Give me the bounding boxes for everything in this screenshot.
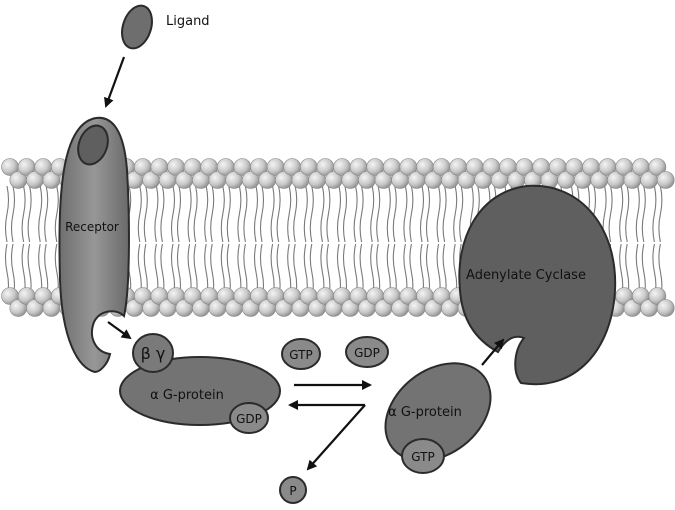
beta-gamma-label: β γ: [141, 344, 166, 363]
gprotein-to-cyclase-arrow: [481, 338, 505, 366]
receptor-to-gprotein-arrow: [107, 321, 132, 340]
lipid-tail: [353, 185, 358, 243]
phosphate-release-arrow: [306, 404, 366, 471]
alpha-gprotein-right-label: α G-protein: [388, 405, 462, 420]
lipid-head: [656, 171, 675, 189]
gdp-free-molecule: [345, 336, 389, 368]
lipid-tail: [635, 185, 640, 243]
lipid-tail: [160, 185, 165, 243]
lipid-tail: [409, 185, 414, 243]
ligand-arrow: [104, 56, 126, 108]
lipid-tail: [170, 185, 176, 243]
lipid-tail: [309, 185, 314, 243]
lipid-tail: [342, 185, 348, 243]
lipid-head: [656, 299, 675, 317]
lipid-tail: [243, 185, 248, 243]
adenylate-cyclase: [458, 184, 617, 386]
lipid-tail: [425, 185, 431, 243]
lipid-tail: [320, 185, 325, 243]
lipid-tail: [658, 185, 663, 243]
gdp-free-label: GDP: [354, 346, 380, 360]
lipid-tail: [187, 185, 192, 243]
lipid-tail: [44, 185, 49, 243]
lipid-tail: [359, 185, 364, 243]
lipid-tail: [143, 185, 148, 243]
lipid-tail: [442, 185, 447, 243]
lipid-tail: [652, 185, 657, 243]
phosphate-molecule: [279, 476, 307, 504]
lipid-tail: [10, 185, 16, 243]
lipid-tail: [392, 185, 397, 243]
lipid-tail: [270, 185, 275, 243]
lipid-tail: [276, 185, 281, 243]
gtp-free-label: GTP: [289, 348, 312, 362]
lipid-tail: [27, 185, 32, 243]
lipid-tail: [293, 185, 298, 243]
receptor: [58, 116, 130, 374]
alpha-gprotein-left-label: α G-protein: [150, 388, 224, 403]
lipid-tail: [608, 185, 613, 243]
lipid-tail: [303, 185, 308, 243]
receptor-binding-pocket: [77, 124, 109, 166]
lipid-tail: [210, 185, 215, 243]
ligand-molecule: [121, 4, 153, 50]
lipid-tail: [336, 185, 342, 243]
lipid-tail: [287, 185, 292, 243]
beta-gamma-subunit: [132, 333, 174, 373]
lipid-tail: [459, 185, 464, 243]
ligand-label: Ligand: [166, 14, 210, 29]
lipid-tail: [403, 185, 408, 243]
lipid-head: [648, 158, 667, 176]
lipid-tail: [619, 185, 624, 243]
lipid-tail: [176, 185, 182, 243]
lipid-tail: [625, 185, 630, 243]
gtp-bound-label: GTP: [411, 450, 434, 464]
gtp-bound-molecule: [401, 438, 445, 474]
gtp-free-molecule: [281, 338, 321, 370]
lipid-tail: [370, 185, 375, 243]
lipid-tail: [386, 185, 391, 243]
adenylate-cyclase-label: Adenylate Cyclase: [466, 268, 586, 283]
lipid-tail: [220, 185, 225, 243]
lipid-tail: [226, 185, 231, 243]
gdp-bound-label: GDP: [236, 412, 262, 426]
lipid-tail: [641, 185, 646, 243]
lipid-tail: [453, 185, 458, 243]
phosphate-label: P: [289, 484, 296, 498]
lipid-tail: [237, 185, 242, 243]
lipid-tail: [4, 185, 10, 243]
lipid-tail: [38, 185, 43, 243]
lipid-tail: [21, 185, 26, 243]
lipid-tail: [193, 185, 198, 243]
receptor-label: Receptor: [65, 220, 119, 234]
lipid-tail: [137, 185, 142, 243]
lipid-tail: [253, 185, 259, 243]
lipid-tail: [326, 185, 331, 243]
lipid-tail: [376, 185, 381, 243]
lipid-tail: [259, 185, 265, 243]
lipid-tail: [436, 185, 441, 243]
gdp-bound-molecule: [229, 402, 269, 434]
lipid-tail: [419, 185, 425, 243]
lipid-tail: [204, 185, 209, 243]
lipid-tail: [154, 185, 159, 243]
lipid-tail: [54, 185, 59, 243]
alpha-gprotein-active: [384, 362, 492, 462]
